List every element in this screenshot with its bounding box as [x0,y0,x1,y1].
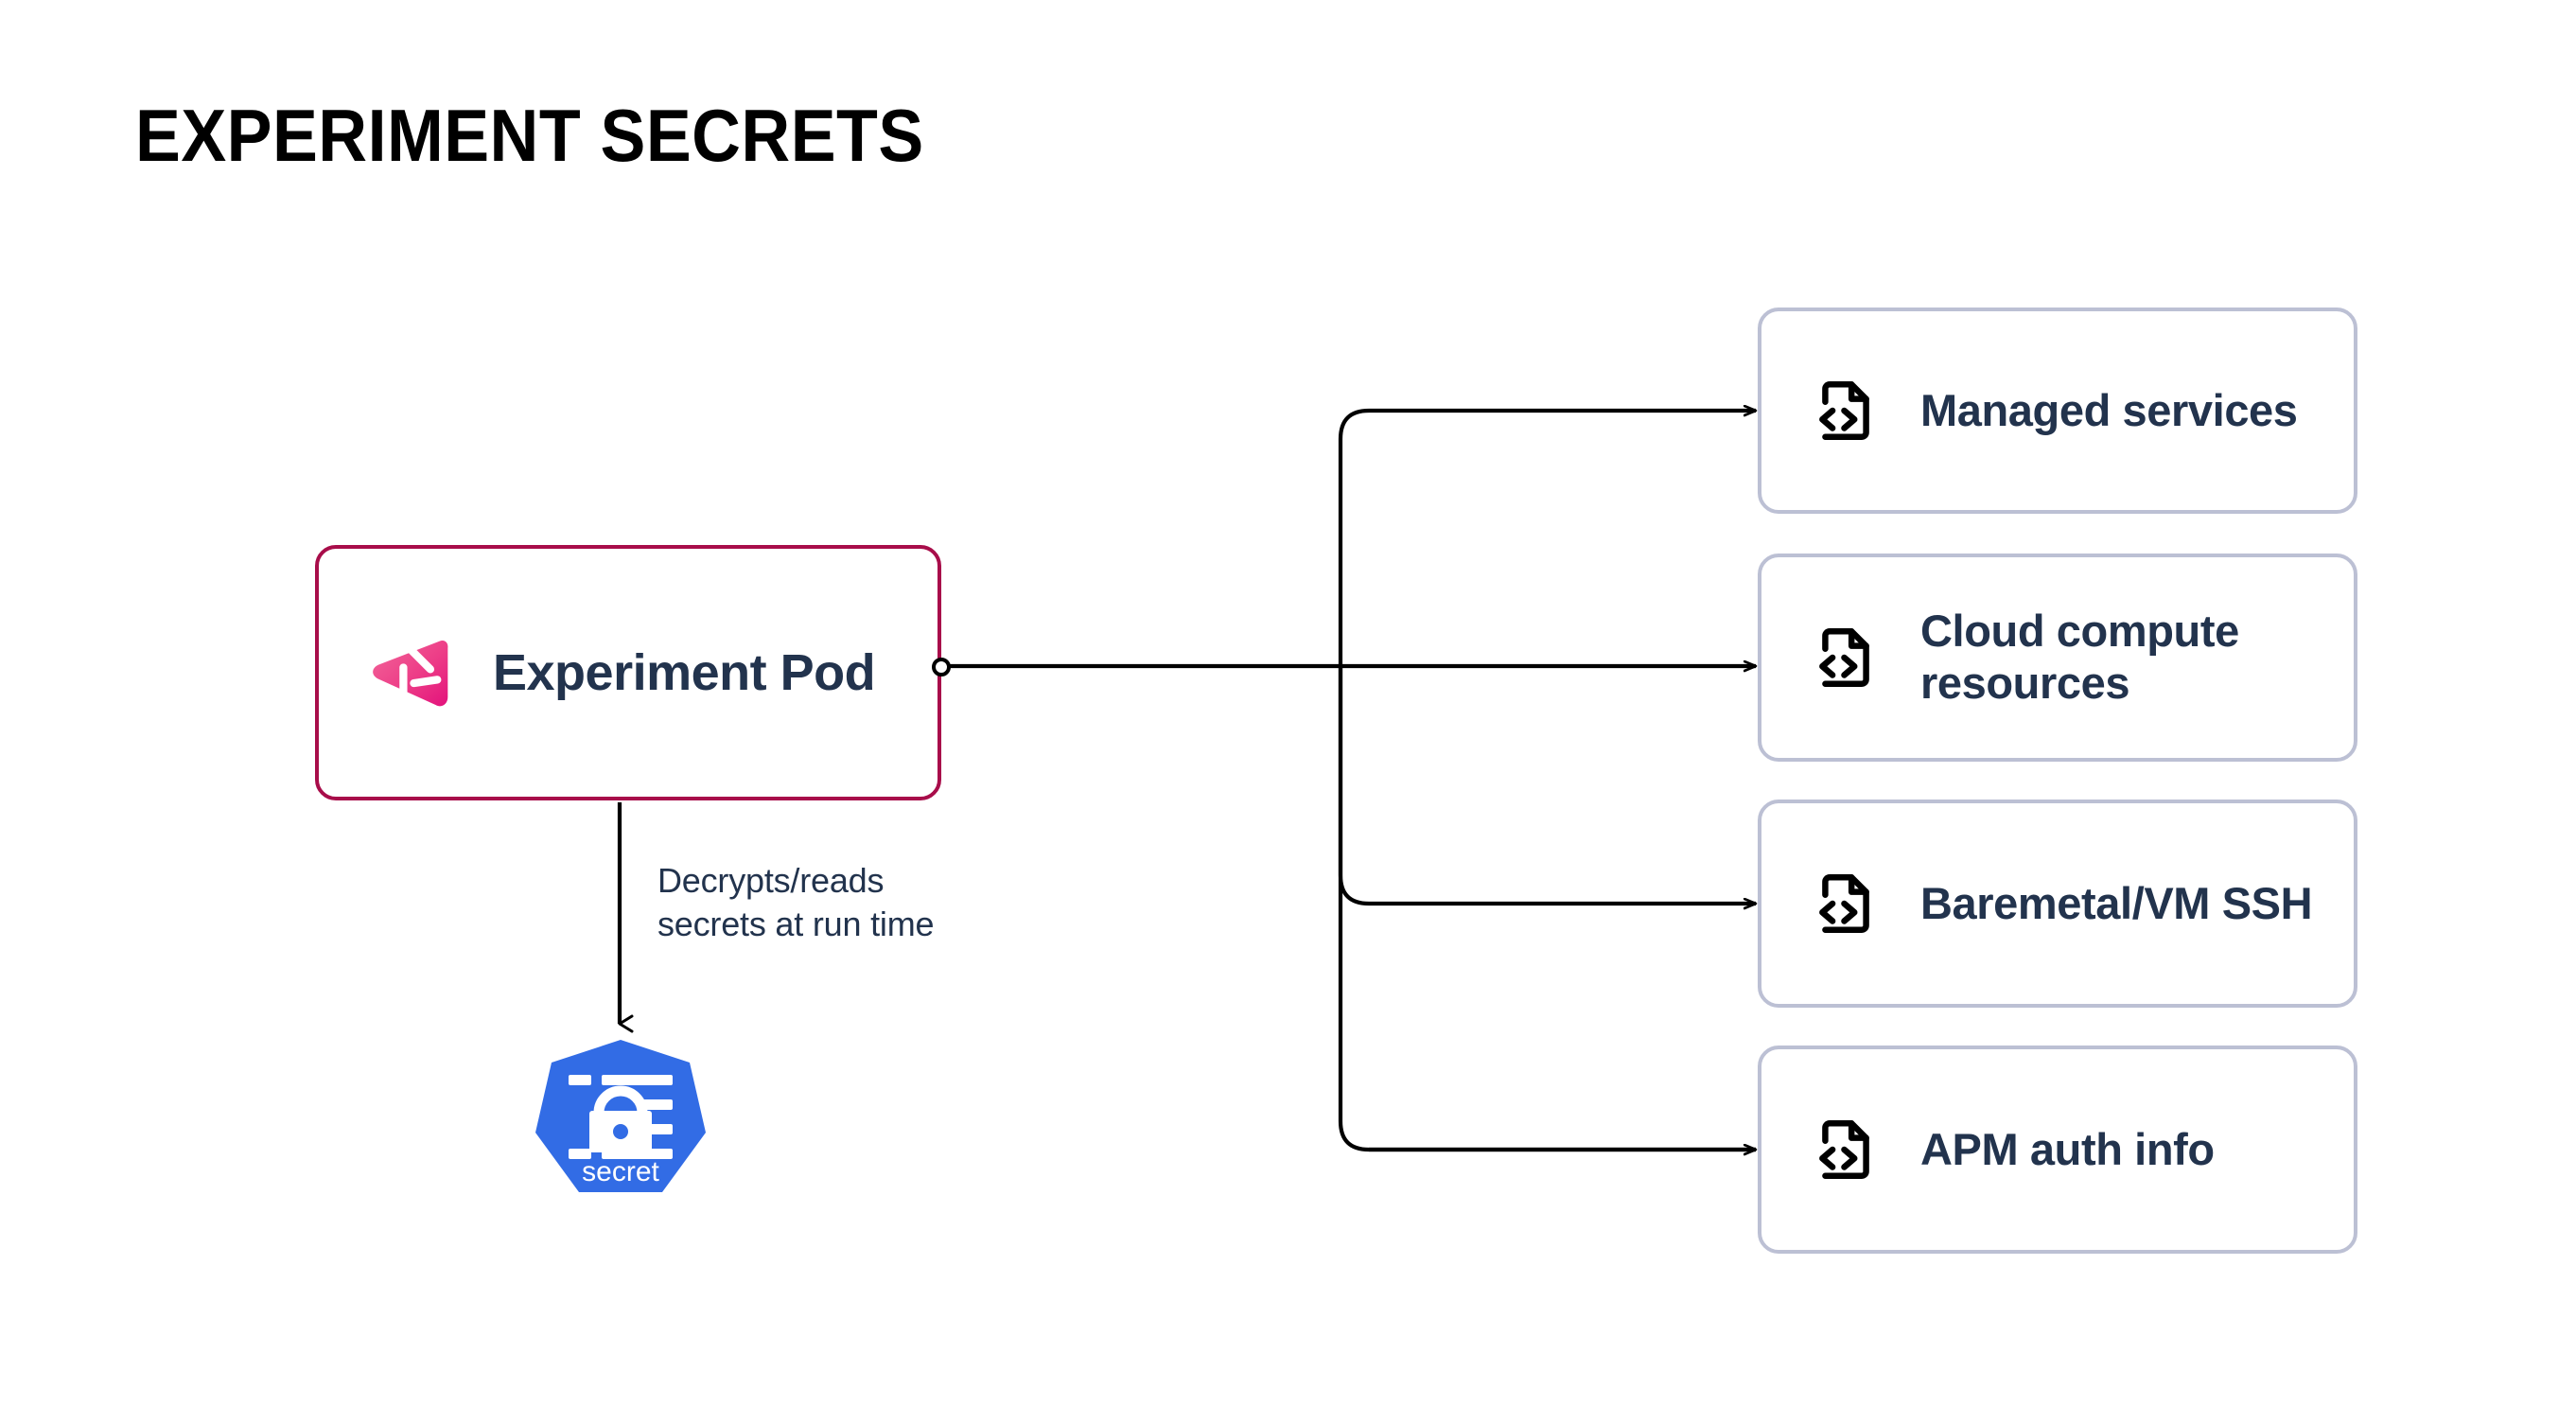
target-card-label: Managed services [1920,384,2298,435]
connector-to-apm-auth [1338,666,1756,1152]
target-card-baremetal-vm-ssh[interactable]: Baremetal/VM SSH [1758,800,2357,1008]
kubernetes-secret-lock-icon: secret [535,1040,706,1192]
target-card-managed-services[interactable]: Managed services [1758,308,2357,514]
file-code-icon [1819,381,1869,440]
connector-to-baremetal-ssh [1338,666,1756,904]
decrypt-note-label: Decrypts/reads secrets at run time [657,861,935,944]
pod-output-port-circle[interactable] [929,655,954,679]
target-card-label: APM auth info [1920,1123,2215,1174]
target-card-apm-auth-info[interactable]: APM auth info [1758,1046,2357,1254]
file-code-icon [1819,874,1869,933]
connector-to-managed-services [1338,411,1756,666]
experiment-pod-node[interactable]: Experiment Pod [315,545,941,800]
page-title: EXPERIMENT SECRETS [135,94,924,177]
target-card-label: Cloud compute resources [1920,606,2239,708]
experiment-pod-label: Experiment Pod [493,644,876,701]
kubernetes-secret-node[interactable]: secret [533,1037,709,1224]
target-card-cloud-compute-resources[interactable]: Cloud compute resources [1758,554,2357,762]
file-code-icon [1819,1120,1869,1179]
secret-label: secret [582,1156,659,1187]
chaos-mesh-logo-icon [373,640,448,707]
target-card-label: Baremetal/VM SSH [1920,877,2313,928]
file-code-icon [1819,628,1869,687]
